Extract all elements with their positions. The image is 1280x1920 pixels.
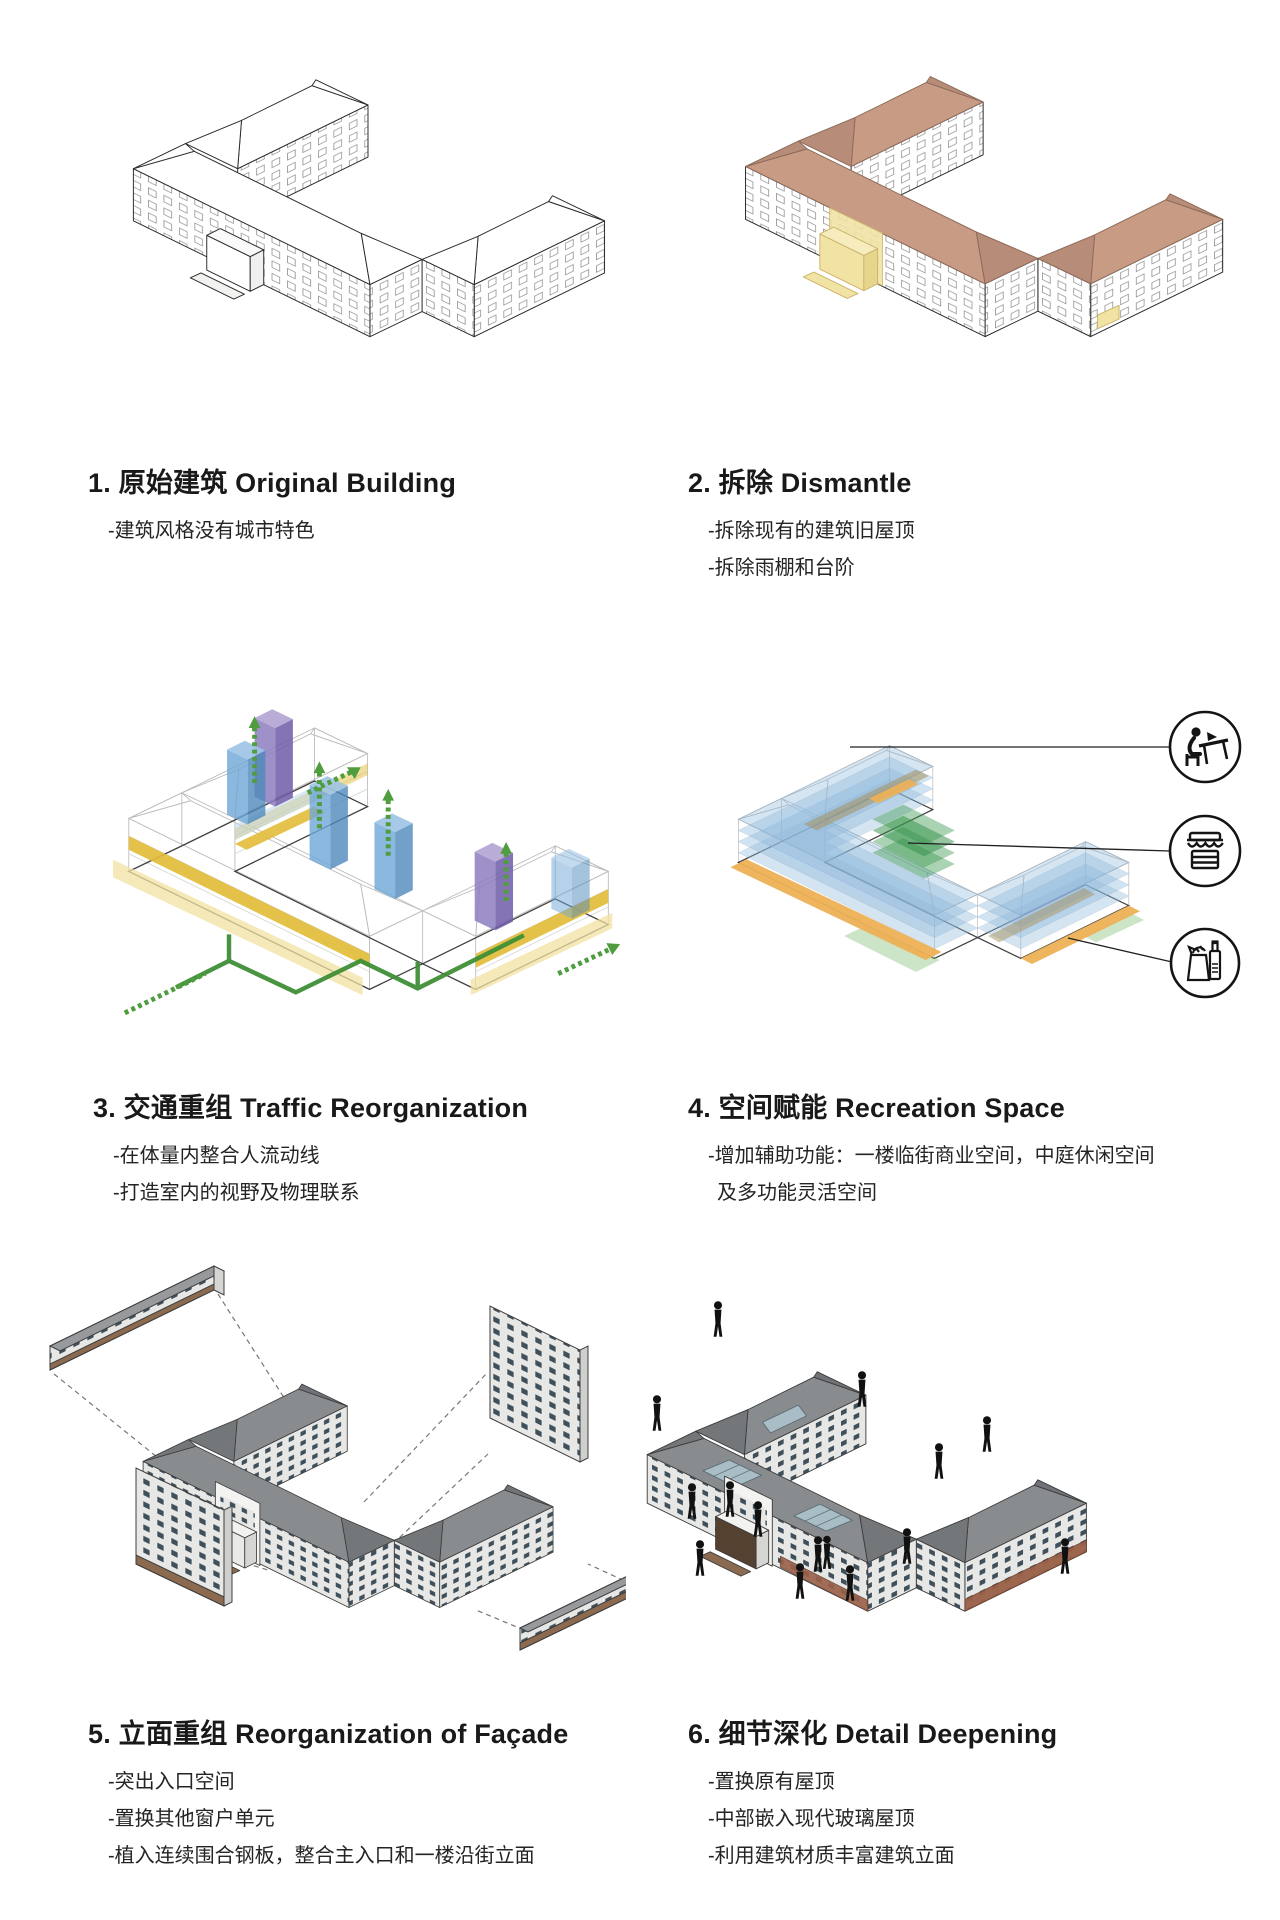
route-green-path xyxy=(174,933,525,995)
panel-1-caption: 1. 原始建筑 Original Building -建筑风格没有城市特色 xyxy=(88,461,456,550)
panel-3-figure xyxy=(58,640,628,1038)
street-retail-band xyxy=(730,859,1140,964)
desk-user-icon xyxy=(1168,710,1242,784)
panel-3-title: 3. 交通重组 Traffic Reorganization xyxy=(93,1093,529,1123)
panel-2-figure xyxy=(645,12,1245,364)
panel-5-caption: 5. 立面重组 Reorganization of Façade -突出入口空间… xyxy=(88,1712,568,1875)
traffic-reorganization-drawing xyxy=(113,709,621,1016)
mixed-use-bands xyxy=(804,769,1096,943)
panel-2-caption: 2. 拆除 Dismantle -拆除现有的建筑旧屋顶 -拆除雨棚和台阶 xyxy=(688,461,915,587)
skylight xyxy=(761,1404,807,1434)
flow-arrows xyxy=(123,724,614,1016)
panel-5-figure xyxy=(28,1258,626,1672)
original-building-drawing xyxy=(132,79,606,338)
panel-6-title: 6. 细节深化 Detail Deepening xyxy=(688,1719,1058,1749)
recreation-space-drawing xyxy=(730,710,1242,999)
building-isometric xyxy=(745,76,1224,338)
panel-3-bullet: -打造室内的视野及物理联系 xyxy=(113,1182,360,1204)
storefront-icon xyxy=(1168,814,1242,888)
panel-1-figure xyxy=(60,12,620,364)
exploded-facade-strip-top xyxy=(48,1265,226,1371)
leader-lines xyxy=(850,746,1173,963)
exploded-entrance-panel xyxy=(135,1467,233,1607)
panel-6-bullet: -置换原有屋顶 xyxy=(708,1771,835,1793)
panel-3-caption: 3. 交通重组 Traffic Reorganization -在体量内整合人流… xyxy=(93,1086,528,1212)
panel-2-bullet: -拆除现有的建筑旧屋顶 xyxy=(708,520,915,542)
building-isometric xyxy=(646,1371,1087,1612)
dismantle-drawing xyxy=(745,76,1224,338)
vertical-cores xyxy=(227,709,590,931)
exploded-facade-panel-right xyxy=(489,1305,589,1463)
exploded-storefront-strip xyxy=(518,1576,626,1651)
core-blue xyxy=(374,813,413,899)
panel-4-caption: 4. 空间赋能 Recreation Space -增加辅助功能：一楼临街商业空… xyxy=(688,1086,1155,1212)
ground-green xyxy=(844,913,1144,972)
facade-reorganization-drawing xyxy=(48,1265,626,1651)
core-blue xyxy=(551,848,590,919)
panel-1-title: 1. 原始建筑 Original Building xyxy=(88,468,457,498)
panel-4-bullet: 及多功能灵活空间 xyxy=(717,1182,877,1204)
panel-1-bullet: -建筑风格没有城市特色 xyxy=(108,520,315,542)
core-blue xyxy=(227,740,266,825)
panel-3-bullet: -在体量内整合人流动线 xyxy=(113,1145,320,1167)
panel-4-title: 4. 空间赋能 Recreation Space xyxy=(688,1093,1065,1123)
grocery-icon xyxy=(1169,927,1241,999)
panel-6-caption: 6. 细节深化 Detail Deepening -置换原有屋顶 -中部嵌入现代… xyxy=(688,1712,1057,1875)
skylight xyxy=(702,1459,853,1532)
panel-5-bullet: -置换其他窗户单元 xyxy=(108,1808,275,1830)
panel-6-figure xyxy=(552,1258,1248,1672)
panel-4-bullet: -增加辅助功能：一楼临街商业空间，中庭休闲空间 xyxy=(708,1145,1155,1167)
panel-6-bullet: -中部嵌入现代玻璃屋顶 xyxy=(708,1808,915,1830)
flow-arrowheads xyxy=(248,716,621,955)
canopy-steps-highlight xyxy=(802,226,1120,330)
panel-4-figure xyxy=(640,640,1245,1042)
panel-2-bullet: -拆除雨棚和台阶 xyxy=(708,557,855,579)
panel-5-bullet: -植入连续围合钢板，整合主入口和一楼沿街立面 xyxy=(108,1845,535,1867)
panel-6-bullet: -利用建筑材质丰富建筑立面 xyxy=(708,1845,955,1867)
building-isometric xyxy=(132,79,606,338)
panel-2-title: 2. 拆除 Dismantle xyxy=(688,468,912,498)
panel-5-title: 5. 立面重组 Reorganization of Façade xyxy=(88,1719,569,1749)
atrium-volume xyxy=(872,804,955,879)
detail-deepening-drawing xyxy=(646,1301,1087,1612)
core-purple xyxy=(474,842,514,931)
panel-5-bullet: -突出入口空间 xyxy=(108,1771,235,1793)
